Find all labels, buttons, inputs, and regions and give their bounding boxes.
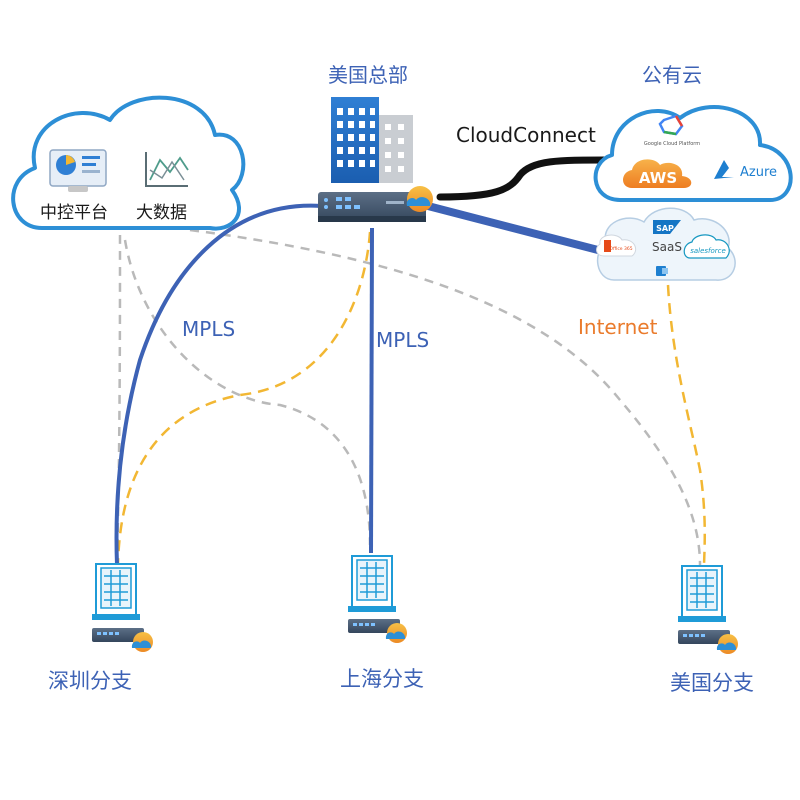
mgmt-link-us [189,228,702,566]
hq-label: 美国总部 [328,63,408,87]
mail-app-icon [656,266,668,276]
aws-logo-icon: AWS [623,159,692,188]
control-platform-label: 中控平台 [40,203,108,223]
branch-us: 美国分支 [670,565,754,695]
mpls-link-shenzhen [114,203,323,566]
salesforce-logo-icon: salesforce [683,234,730,259]
public-cloud-label: 公有云 [642,63,702,87]
public-cloud-node: 公有云 Google Cloud Platform AWS Azure [593,63,793,202]
branch-shenzhen: 深圳分支 [48,563,153,693]
office-label: Office 365 [609,246,632,252]
line-chart-icon [145,152,189,187]
hq-node: 美国总部 [318,63,433,222]
sap-logo-icon: SAP [653,220,681,234]
branch-shanghai: 上海分支 [340,555,424,691]
bigdata-label: 大数据 [136,203,187,223]
hq-building-icon [331,97,413,183]
azure-label: Azure [740,165,777,180]
azure-logo-icon: Azure [714,160,777,180]
branch-shenzhen-label: 深圳分支 [48,669,132,693]
mpls-shenzhen-label: MPLS [182,317,235,341]
internet-link-shenzhen [116,231,372,566]
branch-shanghai-label: 上海分支 [340,667,424,691]
hq-saas-link [424,202,602,254]
cloudconnect-label: CloudConnect [456,123,596,147]
mpls-link-shanghai [369,227,374,554]
mgmt-link-shanghai [123,239,372,546]
saas-cloud-node: SAP SaaS Office 365 salesforce [596,207,736,281]
branch-router-icon [678,630,738,654]
building-icon [92,563,140,620]
aws-label: AWS [639,169,677,187]
branch-us-label: 美国分支 [670,671,754,695]
sap-label: SAP [656,224,674,233]
internet-label: Internet [578,315,658,339]
salesforce-label: salesforce [690,247,726,255]
branch-router-icon [348,619,407,643]
hq-router-icon [318,186,433,222]
mpls-shanghai-label: MPLS [376,328,429,352]
control-cloud: 中控平台 大数据 [11,95,246,231]
control-cloud-shape [11,95,246,231]
building-icon [348,555,396,612]
branch-router-icon [92,628,153,652]
saas-label: SaaS [652,240,682,254]
dashboard-icon [49,149,107,192]
links-layer [114,156,707,566]
gcp-label: Google Cloud Platform [644,141,700,147]
cloudconnect-link [436,156,609,201]
building-icon [678,565,726,622]
office-logo-icon: Office 365 [596,234,637,257]
public-cloud-shape [593,105,793,202]
internet-link-us [666,284,707,566]
gcp-logo-icon: Google Cloud Platform [644,114,700,147]
